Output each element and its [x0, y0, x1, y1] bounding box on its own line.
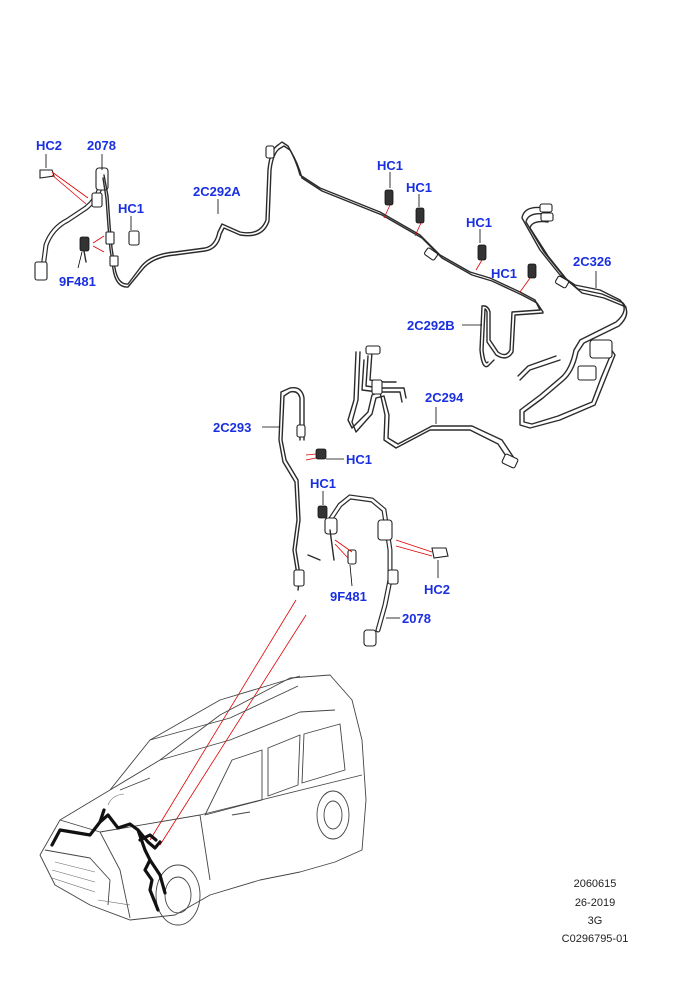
hose-end-fitting-lower	[363, 629, 377, 647]
label-hc1-mid3: HC1	[466, 215, 492, 230]
pipe-2c293	[262, 387, 344, 591]
hc1-clip-mid2	[415, 207, 425, 224]
label-hc2-top: HC2	[36, 138, 62, 153]
label-hc1-mid4: HC1	[491, 266, 517, 281]
label-hc1-low2: HC1	[310, 476, 336, 491]
hc1-clip-mid4	[527, 263, 537, 279]
label-2078-top: 2078	[87, 138, 116, 153]
hc1-clip-mid1	[384, 189, 394, 206]
label-hc1-mid1: HC1	[377, 158, 403, 173]
label-9f481-low: 9F481	[330, 589, 367, 604]
label-hc1-left: HC1	[118, 201, 144, 216]
front-hose-assembly-lower	[317, 491, 449, 647]
callout-labels: HC2 2078 HC1 9F481 2C292A HC1 HC1 HC1 HC…	[36, 138, 611, 626]
pipe-2c326	[517, 203, 628, 429]
pipe-2c292a	[265, 141, 544, 313]
front-hose-assembly-upper	[34, 144, 280, 288]
footer-group: 3G	[587, 915, 603, 927]
pipe-2c292b	[462, 305, 544, 368]
hc1-clip-low1	[315, 448, 327, 460]
footer-illustration-id: C0296795-01	[561, 933, 629, 945]
abs-sensor-upper	[79, 236, 90, 252]
label-hc1-mid2: HC1	[406, 180, 432, 195]
hc2-bracket-lower	[431, 547, 449, 559]
label-2c326: 2C326	[573, 254, 611, 269]
hose-end-fitting	[34, 261, 48, 281]
label-hc1-low1: HC1	[346, 452, 372, 467]
label-2078-low: 2078	[402, 611, 431, 626]
hc1-clip-low2	[317, 505, 328, 519]
hc1-clip-left	[128, 230, 140, 246]
pointer-line-2	[159, 614, 307, 846]
label-9f481-top: 9F481	[59, 274, 96, 289]
label-2c293: 2C293	[213, 420, 251, 435]
label-2c294: 2C294	[425, 390, 464, 405]
pipe-2c294	[347, 345, 519, 469]
footer-date: 26-2019	[574, 897, 616, 909]
label-2c292a: 2C292A	[193, 184, 241, 199]
label-2c292b: 2C292B	[407, 318, 455, 333]
vehicle-locator-illustration	[39, 674, 367, 926]
label-hc2-low: HC2	[424, 582, 450, 597]
hc1-clip-mid3	[477, 244, 487, 261]
abs-sensor-lower	[347, 549, 357, 565]
footer-ref-number: 2060615	[573, 878, 617, 890]
hc2-bracket-upper	[39, 169, 55, 179]
